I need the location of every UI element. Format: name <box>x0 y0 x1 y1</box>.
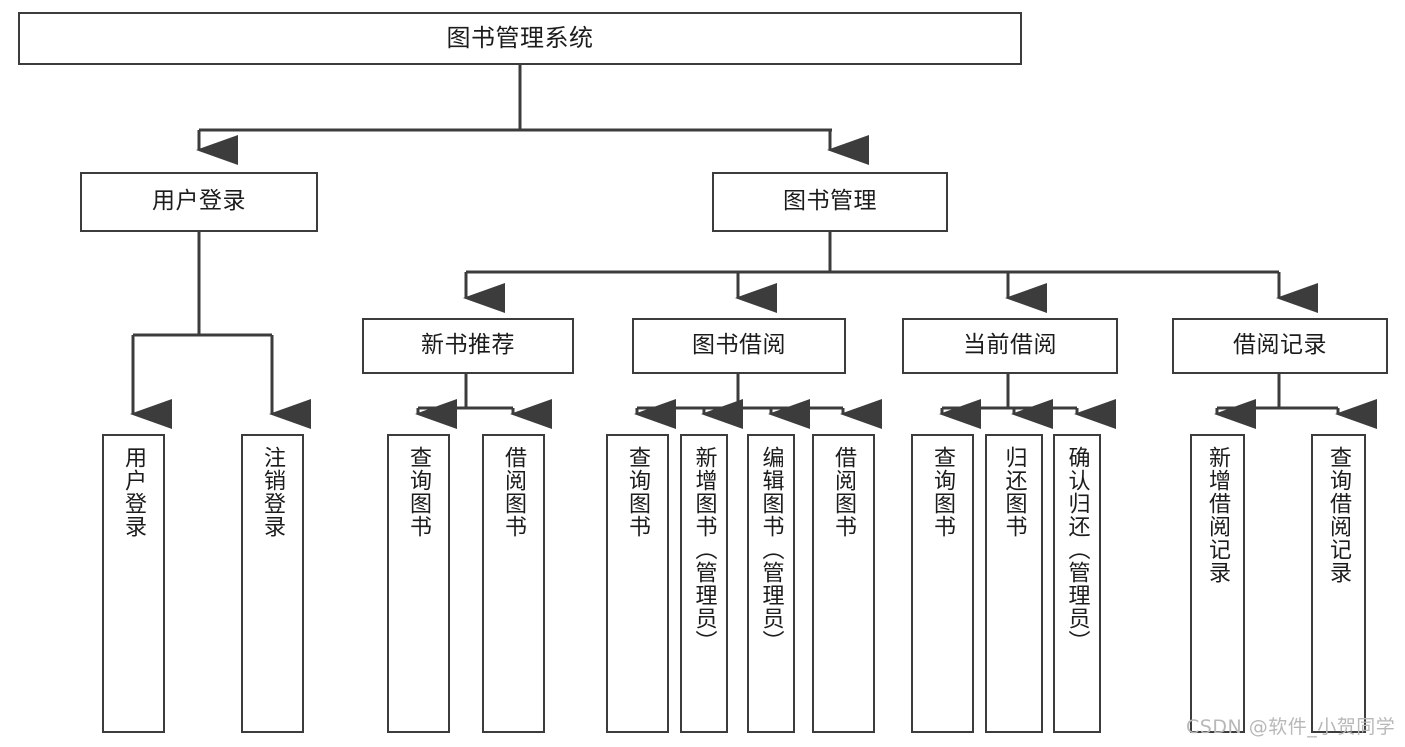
leaf-edit-book-admin[interactable]: 编辑图书（管理员） <box>747 434 795 733</box>
leaf-label: 注销登录 <box>260 446 286 538</box>
leaf-label: 借阅图书 <box>501 446 527 538</box>
node-borrow-record[interactable]: 借阅记录 <box>1172 318 1388 374</box>
leaf-label: 新增借阅记录 <box>1205 446 1231 584</box>
leaf-borrow-book-recommend[interactable]: 借阅图书 <box>482 434 545 733</box>
node-book-borrow[interactable]: 图书借阅 <box>632 318 846 374</box>
leaf-user-login[interactable]: 用户登录 <box>102 434 165 733</box>
node-root-system[interactable]: 图书管理系统 <box>18 12 1022 65</box>
node-user-login[interactable]: 用户登录 <box>80 172 318 232</box>
leaf-add-borrow-record[interactable]: 新增借阅记录 <box>1190 434 1245 733</box>
leaf-return-book[interactable]: 归还图书 <box>985 434 1043 733</box>
leaf-query-book-recommend[interactable]: 查询图书 <box>387 434 450 733</box>
leaf-query-book-current[interactable]: 查询图书 <box>911 434 974 733</box>
leaf-query-book-borrow[interactable]: 查询图书 <box>606 434 669 733</box>
leaf-label: 新增图书（管理员） <box>691 446 717 653</box>
leaf-confirm-return-admin[interactable]: 确认归还（管理员） <box>1053 434 1101 733</box>
leaf-label: 确认归还（管理员） <box>1064 446 1090 653</box>
leaf-borrow-book[interactable]: 借阅图书 <box>812 434 875 733</box>
leaf-label: 查询图书 <box>406 446 432 538</box>
leaf-label: 编辑图书（管理员） <box>758 446 784 653</box>
leaf-label: 归还图书 <box>1001 446 1027 538</box>
node-current-borrow[interactable]: 当前借阅 <box>902 318 1118 374</box>
leaf-logout[interactable]: 注销登录 <box>241 434 304 733</box>
leaf-label: 查询借阅记录 <box>1326 446 1352 584</box>
watermark: CSDN @软件_小贺同学 <box>1186 716 1396 738</box>
leaf-label: 查询图书 <box>930 446 956 538</box>
leaf-label: 查询图书 <box>625 446 651 538</box>
leaf-add-book-admin[interactable]: 新增图书（管理员） <box>680 434 728 733</box>
leaf-label: 借阅图书 <box>831 446 857 538</box>
node-book-management[interactable]: 图书管理 <box>712 172 948 232</box>
leaf-query-borrow-record[interactable]: 查询借阅记录 <box>1311 434 1366 733</box>
node-new-book-recommend[interactable]: 新书推荐 <box>362 318 574 374</box>
leaf-label: 用户登录 <box>121 446 147 538</box>
